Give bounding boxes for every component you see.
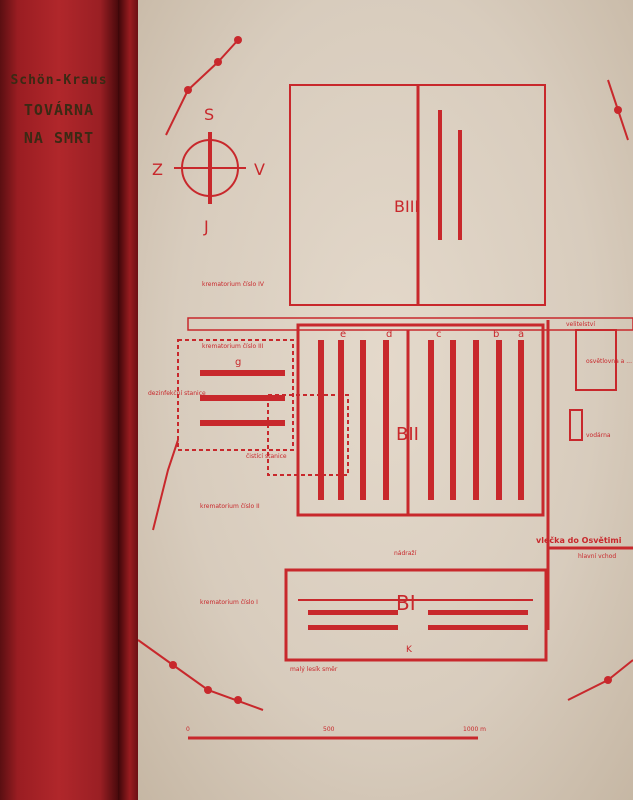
scale-mid: 500 [323, 726, 335, 733]
section-b1: BI [396, 591, 416, 615]
label-d: d [386, 329, 392, 340]
label-c: c [436, 329, 442, 340]
label-railway: vlečka do Osvětimi [536, 535, 622, 545]
label-k: K [406, 645, 413, 655]
label-forest: malý lesík směr [290, 666, 338, 673]
label-station: nádraží [394, 550, 417, 557]
compass-icon [174, 132, 246, 204]
scale-start: 0 [186, 726, 190, 733]
label-crematorium-4: krematorium číslo IV [202, 281, 265, 288]
scale-end: 1000 m [463, 726, 486, 733]
label-crematorium-3: krematorium číslo III [202, 343, 264, 350]
compass-south: J [203, 217, 209, 236]
label-main-entrance: hlavní vchod [578, 553, 616, 560]
spine-title-line1: TOVÁRNA [23, 101, 95, 119]
compass-north: S [204, 105, 214, 124]
label-water: vodárna [586, 432, 611, 439]
label-disinfection: dezinfekční stanice [148, 390, 206, 397]
spine-author: Schön-Kraus [10, 73, 108, 88]
label-cleaning: čistící stanice [246, 453, 287, 460]
label-e: e [340, 329, 346, 340]
label-command: velitelství [566, 321, 595, 328]
label-g: g [235, 357, 241, 368]
section-b2: BII [396, 424, 419, 445]
compass-west: Z [152, 160, 163, 179]
spine-title-line2: NA SMRT [23, 129, 95, 147]
label-storage: osvětlovna a ... [586, 358, 632, 365]
label-crematorium-1: krematorium číslo I [200, 599, 258, 606]
label-b: b [493, 329, 499, 340]
camp-plan: S J Z V BIII BII BI krematorium číslo IV… [138, 36, 633, 740]
section-b3: BIII [394, 197, 419, 216]
label-a: a [518, 329, 524, 340]
label-crematorium-2: krematorium číslo II [200, 503, 260, 510]
book-cover: S J Z V BIII BII BI krematorium číslo IV… [138, 0, 633, 800]
book-spine: Schön-Kraus TOVÁRNA NA SMRT [0, 0, 118, 800]
compass-east: V [254, 160, 265, 179]
spine-hinge [118, 0, 138, 800]
